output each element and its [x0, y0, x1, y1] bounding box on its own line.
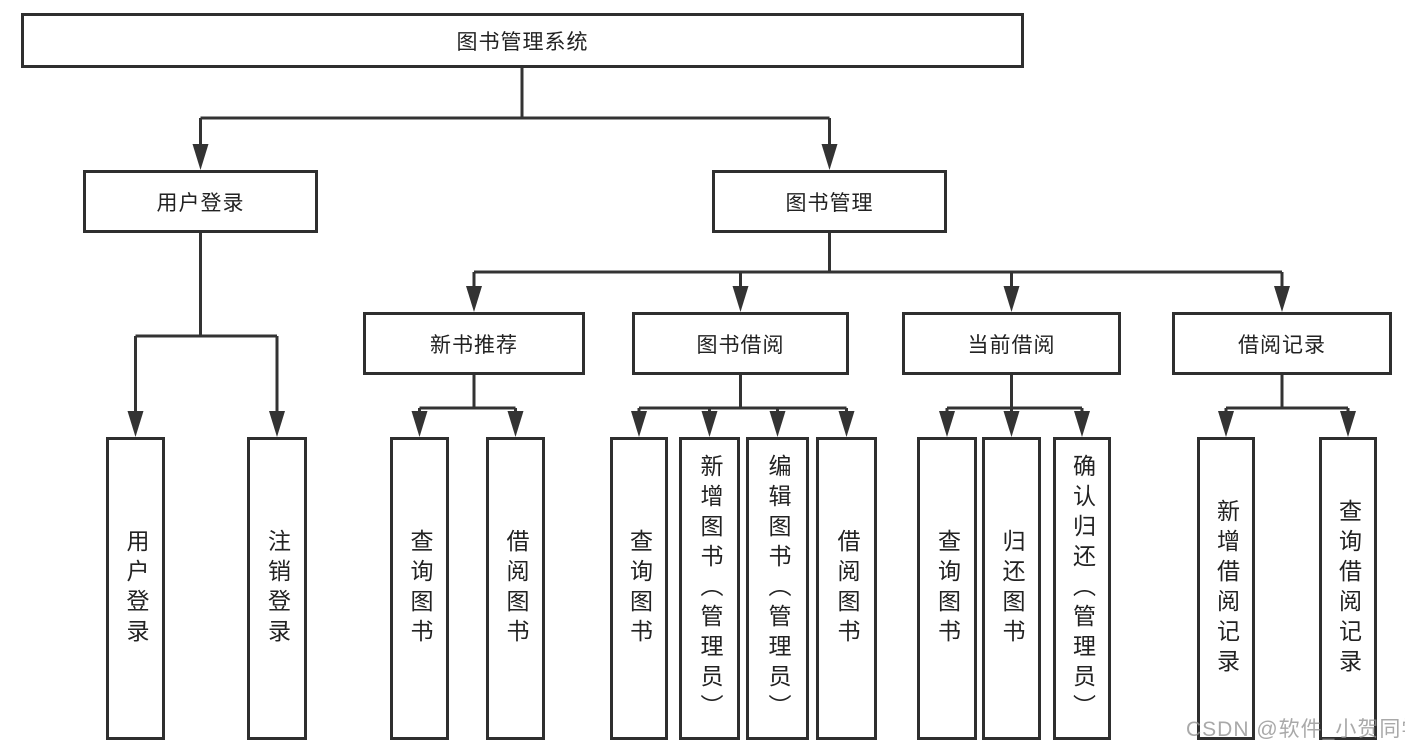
node-borrow-record: 借阅记录 [1172, 312, 1392, 375]
node-new-book-recommend: 新书推荐 [363, 312, 585, 375]
arrow-down-icon [631, 411, 647, 437]
arrow-down-icon [411, 411, 428, 437]
node-user-login: 用户登录 [83, 170, 318, 233]
arrow-down-icon [838, 411, 855, 437]
node-leaf-query-books-2: 查询图书 [610, 437, 668, 740]
arrow-down-icon [1340, 411, 1356, 437]
leaf-label: 新增图书（管理员） [697, 453, 723, 724]
node-leaf-edit-book-admin: 编辑图书（管理员） [746, 437, 809, 740]
arrow-down-icon [821, 144, 838, 170]
arrow-down-icon [1218, 411, 1234, 437]
node-leaf-return-book: 归还图书 [982, 437, 1041, 740]
arrow-down-icon [732, 286, 749, 312]
leaf-label: 注销登录 [264, 528, 291, 649]
node-leaf-confirm-return-admin: 确认归还（管理员） [1053, 437, 1111, 740]
arrow-down-icon [769, 411, 786, 437]
leaf-label: 查询图书 [407, 528, 433, 649]
leaf-label: 归还图书 [999, 528, 1025, 649]
arrow-down-icon [939, 411, 955, 437]
node-leaf-user-login: 用户登录 [106, 437, 165, 740]
node-leaf-logout: 注销登录 [247, 437, 307, 740]
node-leaf-query-borrow-record: 查询借阅记录 [1319, 437, 1377, 740]
node-book-borrow: 图书借阅 [632, 312, 849, 375]
arrow-down-icon [701, 411, 718, 437]
arrow-down-icon [127, 411, 144, 437]
arrow-down-icon [1003, 411, 1020, 437]
arrow-down-icon [466, 286, 482, 312]
leaf-label: 查询图书 [934, 528, 961, 649]
node-leaf-query-books-1: 查询图书 [390, 437, 449, 740]
node-current-borrow: 当前借阅 [902, 312, 1121, 375]
node-book-management: 图书管理 [712, 170, 947, 233]
leaf-label: 编辑图书（管理员） [765, 453, 791, 724]
leaf-label: 借阅图书 [503, 528, 529, 649]
leaf-label: 确认归还（管理员） [1069, 453, 1096, 724]
leaf-label: 新增借阅记录 [1213, 498, 1240, 679]
node-leaf-add-book-admin: 新增图书（管理员） [679, 437, 740, 740]
node-leaf-borrow-books-1: 借阅图书 [486, 437, 545, 740]
leaf-label: 用户登录 [123, 528, 149, 649]
node-library-management-system: 图书管理系统 [21, 13, 1024, 68]
node-leaf-add-borrow-record: 新增借阅记录 [1197, 437, 1255, 740]
leaf-label: 查询图书 [626, 528, 653, 649]
arrow-down-icon [269, 411, 285, 437]
connector-trunks [134, 68, 1350, 418]
leaf-label: 查询借阅记录 [1335, 498, 1362, 679]
arrow-down-icon [1074, 411, 1090, 437]
node-leaf-query-books-3: 查询图书 [917, 437, 977, 740]
leaf-label: 借阅图书 [834, 528, 860, 649]
arrowheads [127, 144, 1356, 437]
arrow-down-icon [507, 411, 524, 437]
arrow-down-icon [1003, 286, 1020, 312]
arrow-down-icon [192, 144, 209, 170]
node-leaf-borrow-books-2: 借阅图书 [816, 437, 877, 740]
arrow-down-icon [1274, 286, 1290, 312]
csdn-watermark: CSDN @软件_小贺同学 [1186, 718, 1405, 741]
